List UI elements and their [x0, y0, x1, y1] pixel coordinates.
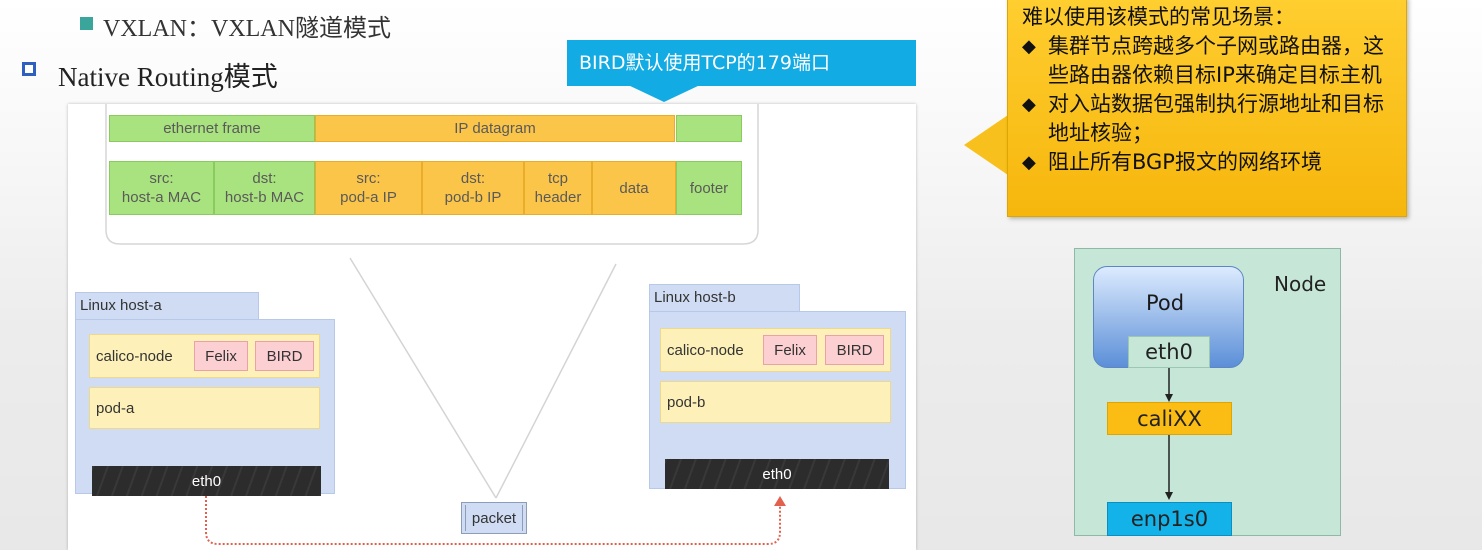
host-a-pod-label: pod-a — [96, 399, 135, 417]
field-footer: footer — [676, 161, 742, 215]
scenario-item: ◆ 阻止所有BGP报文的网络环境 — [1022, 148, 1392, 177]
field-src-mac: src: host-a MAC — [109, 161, 214, 215]
scenario-item: ◆ 集群节点跨越多个子网或路由器，这些路由器依赖目标IP来确定目标主机 — [1022, 32, 1392, 90]
host-b-calico-label: calico-node — [667, 341, 744, 359]
callout-bird-port: BIRD默认使用TCP的179端口 — [567, 40, 916, 86]
scenario-item: ◆ 对入站数据包强制执行源地址和目标地址核验； — [1022, 90, 1392, 148]
packet-path — [205, 496, 781, 545]
field-data: data — [592, 161, 676, 215]
pod-label: Pod — [1146, 291, 1185, 315]
bullet-square — [80, 17, 93, 30]
host-a-title: Linux host-a — [75, 292, 259, 320]
host-b-title: Linux host-b — [649, 284, 800, 312]
enp-interface: enp1s0 — [1107, 502, 1232, 536]
diamond-bullet-icon: ◆ — [1022, 152, 1036, 173]
host-b-pod: pod-b — [660, 381, 891, 423]
callout-bird-pointer — [628, 85, 700, 102]
node-label: Node — [1274, 272, 1327, 296]
host-b-eth0: eth0 — [665, 459, 889, 489]
host-a-eth0: eth0 — [92, 466, 321, 496]
field-dst-ip: dst: pod-b IP — [422, 161, 524, 215]
cali-interface: caliXX — [1107, 402, 1232, 435]
host-a-bird: BIRD — [255, 341, 314, 371]
field-src-ip: src: pod-a IP — [315, 161, 422, 215]
bullet-vxlan: VXLAN：VXLAN隧道模式 — [103, 16, 391, 42]
header-ip-datagram: IP datagram — [315, 115, 675, 142]
callout-scenarios-pointer — [964, 115, 1008, 175]
bullet-box — [22, 62, 36, 76]
diamond-bullet-icon: ◆ — [1022, 36, 1036, 57]
node-arrows — [1165, 368, 1173, 500]
diamond-bullet-icon: ◆ — [1022, 94, 1036, 115]
host-a-calico-label: calico-node — [96, 347, 173, 365]
host-b-bird: BIRD — [825, 335, 884, 365]
callout-scenarios-title: 难以使用该模式的常见场景： — [1022, 5, 1295, 29]
header-footer-blank — [676, 115, 742, 142]
host-a-felix: Felix — [194, 341, 248, 371]
header-ethernet-frame: ethernet frame — [109, 115, 315, 142]
host-a-pod: pod-a — [89, 387, 320, 429]
callout-bird-text: BIRD默认使用TCP的179端口 — [579, 52, 830, 74]
pod-box — [1093, 266, 1244, 368]
host-b-pod-label: pod-b — [667, 393, 706, 411]
host-b-felix: Felix — [763, 335, 817, 365]
field-tcp-header: tcp header — [524, 161, 592, 215]
calico-routing-diagram: ethernet frame IP datagram src: host-a M… — [68, 104, 916, 550]
packet-box: packet — [461, 502, 527, 534]
section-native-routing: Native Routing模式 — [58, 62, 278, 92]
field-dst-mac: dst: host-b MAC — [214, 161, 315, 215]
callout-scenarios: 难以使用该模式的常见场景： ◆ 集群节点跨越多个子网或路由器，这些路由器依赖目标… — [1007, 0, 1407, 217]
pod-eth0: eth0 — [1128, 336, 1210, 368]
